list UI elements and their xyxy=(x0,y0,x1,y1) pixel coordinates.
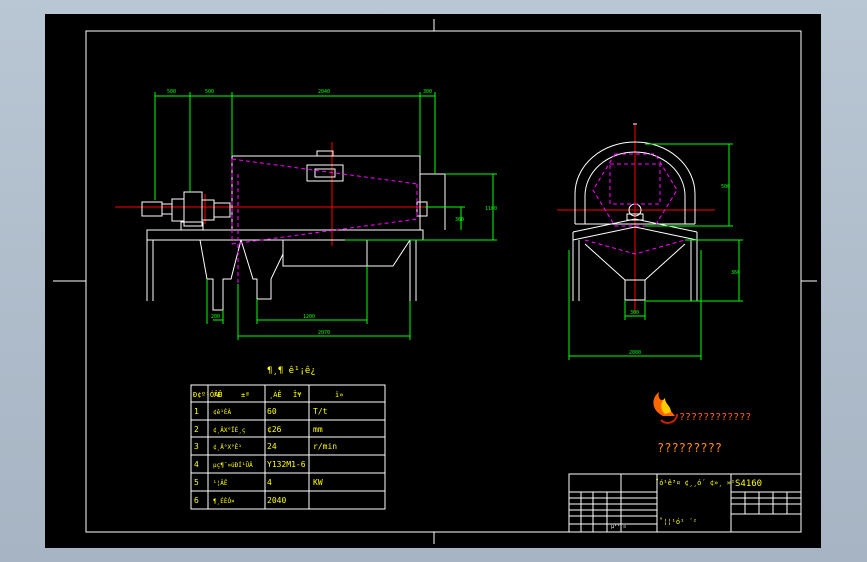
organization-name: ˚¦¦¹ó¹ ´² xyxy=(659,518,697,526)
table-row-value: 24 xyxy=(267,442,277,451)
svg-text:500: 500 xyxy=(205,89,214,95)
table-row-value: Y132M1-6 xyxy=(267,460,306,469)
sheet-border xyxy=(53,19,817,544)
table-row-number: 3 xyxy=(194,442,199,451)
svg-text:500: 500 xyxy=(167,89,176,95)
watermark-line-1: ???????????? xyxy=(679,412,751,423)
svg-text:2000: 2000 xyxy=(629,350,641,356)
table-header-cell: ¹É xyxy=(213,390,221,399)
table-row-number: 5 xyxy=(194,478,199,487)
table-row-number: 2 xyxy=(194,425,199,434)
table-row-name: µç¶¯»úÐÍ¹ÛÂ xyxy=(213,461,253,469)
table-header-cell: ï» xyxy=(335,391,343,399)
svg-text:300: 300 xyxy=(423,89,432,95)
table-row-value: 4 xyxy=(267,478,272,487)
side-view: 500 360 300 2000 xyxy=(557,123,743,360)
drawing-canvas: 500 500 2040 300 1100 360 200 1200 2070 xyxy=(53,19,817,544)
table-header-cell: ±ª xyxy=(241,391,249,399)
svg-text:360: 360 xyxy=(731,270,740,276)
table-row-name: ¢¸ÄX°ÏÈ¸ç xyxy=(213,426,246,434)
svg-text:2040: 2040 xyxy=(318,89,330,95)
table-row-unit: mm xyxy=(313,425,323,434)
table-row-number: 1 xyxy=(194,407,199,416)
table-row-unit: T/t xyxy=(313,407,328,416)
table-row-value: ¢26 xyxy=(267,425,282,434)
drawing-sheet: 500 500 2040 300 1100 360 200 1200 2070 xyxy=(45,14,821,548)
svg-text:300: 300 xyxy=(630,310,639,316)
svg-text:200: 200 xyxy=(211,314,220,320)
table-header-cell: Ð¢º¹ÓÂÛ xyxy=(193,390,223,399)
svg-text:1100: 1100 xyxy=(485,206,497,212)
table-header-cell: Î¥ xyxy=(293,390,302,399)
table-row-number: 4 xyxy=(194,460,199,469)
svg-text:360: 360 xyxy=(455,217,464,223)
table-row-name: ¢ê¹ÈÀ xyxy=(213,408,231,416)
svg-text:2070: 2070 xyxy=(318,330,330,336)
flame-logo-icon xyxy=(653,392,678,424)
table-caption: ¶¸¶ ­ê¹¡ê¿ xyxy=(267,365,316,376)
svg-text:1200: 1200 xyxy=(303,314,315,320)
title-block: ˚ó¹ê³¤ ¢¸¸ó´ ¢»¸ »¹ S4160 ˚¦¦¹ó¹ ´² µ¹¹ … xyxy=(568,473,802,533)
table-row-unit: KW xyxy=(313,478,323,487)
watermark-line-2: ????????? xyxy=(657,441,722,455)
watermark: ???????????? ????????? xyxy=(653,392,751,455)
drawing-number: S4160 xyxy=(735,479,762,489)
svg-text:500: 500 xyxy=(721,184,730,190)
table-row-number: 6 xyxy=(194,496,199,505)
title-block-small-label: µ¹¹ ¤ xyxy=(611,524,626,530)
table-row-value: 60 xyxy=(267,407,277,416)
table-row-name: ¹¦ÂÊ xyxy=(213,479,228,487)
table-header-cell: ¸ÀÊ xyxy=(269,390,282,399)
table-row-value: 2040 xyxy=(267,496,286,505)
table-row-name: ¢¸Ä°X°Ê¹ xyxy=(213,443,242,451)
front-view: 500 500 2040 300 1100 360 200 1200 2070 xyxy=(115,89,497,340)
table-row-name: ¶¸ÉÈÓ× xyxy=(213,497,235,505)
table-row-unit: r/min xyxy=(313,442,337,451)
drawing-title: ˚ó¹ê³¤ ¢¸¸ó´ ¢»¸ »¹ xyxy=(655,479,735,487)
